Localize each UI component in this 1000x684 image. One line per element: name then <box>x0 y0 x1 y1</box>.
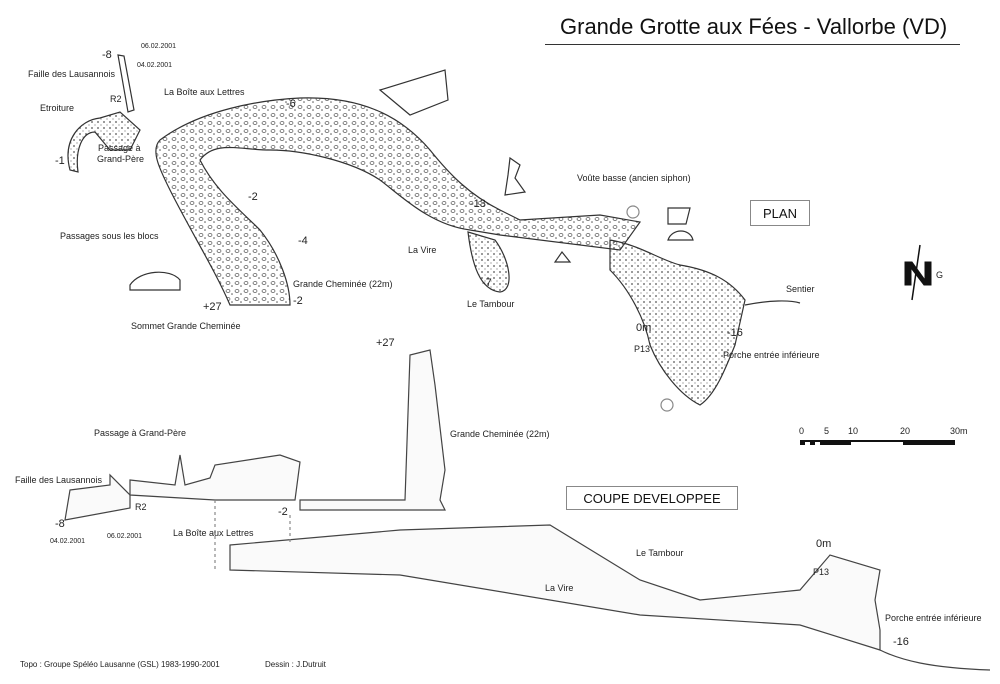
section-label-tambour: Le Tambour <box>636 548 684 558</box>
scale-tick: 20 <box>900 426 911 436</box>
north-arrow-icon <box>904 244 932 301</box>
section-label-faille: Faille des Lausannois <box>15 475 103 485</box>
north-arrow-label: G <box>936 270 944 280</box>
plan-date-1: 06.02.2001 <box>141 43 177 50</box>
plan-label-sommet: Sommet Grande Cheminée <box>131 321 241 331</box>
scale-tick: 5 <box>824 426 830 436</box>
tambour <box>467 231 510 293</box>
scale-tick: 30m <box>950 426 968 436</box>
cheminee-section <box>299 349 446 511</box>
plan-label-porche: Porche entrée inférieure <box>723 350 820 360</box>
cross-section-2 <box>129 271 181 291</box>
plan-depth: 0m <box>636 322 652 334</box>
plan-label-passage-2: Grand-Père <box>97 154 145 164</box>
plan-label-r2: R2 <box>110 94 122 104</box>
plan-depth: -2 <box>248 191 258 203</box>
plan-label-boite: La Boîte aux Lettres <box>164 87 245 97</box>
footer-drawing-credit: Dessin : J.Dutruit <box>265 660 326 669</box>
section-depth: -16 <box>893 636 909 648</box>
main-gallery <box>155 97 642 306</box>
plan-label-sentier: Sentier <box>786 284 815 294</box>
etroiture-passage <box>67 111 141 173</box>
plan-heading: PLAN <box>750 200 810 226</box>
plan-label-voute: Voûte basse (ancien siphon) <box>577 173 691 183</box>
section-label-la-vire: La Vire <box>545 583 574 593</box>
sentier-path <box>744 300 801 306</box>
plan-depth: -2 <box>293 295 303 307</box>
section-label-r2: R2 <box>135 502 147 512</box>
plan-label-faille: Faille des Lausannois <box>28 69 116 79</box>
faille-passage <box>117 54 135 113</box>
plan-depth: +27 <box>203 301 222 313</box>
scale-tick: 10 <box>848 426 859 436</box>
plan-depth: -1 <box>55 155 65 167</box>
plan-depth: -4 <box>298 235 308 247</box>
plan-depth: -8 <box>102 49 112 61</box>
section-view <box>64 349 991 671</box>
plan-depth: -7 <box>482 277 492 289</box>
section-label-grande-cheminee: Grande Cheminée (22m) <box>450 429 550 439</box>
footer-topo-credit: Topo : Groupe Spéléo Lausanne (GSL) 1983… <box>20 660 220 669</box>
plan-depth: -16 <box>727 327 743 339</box>
section-depth: 0m <box>816 538 832 550</box>
plan-label-etroiture: Etroiture <box>40 103 75 113</box>
scale-bar <box>800 440 955 445</box>
section-label-porche: Porche entrée inférieure <box>885 613 982 623</box>
porche-ground <box>879 649 991 671</box>
section-label-passage: Passage à Grand-Père <box>94 428 187 438</box>
plan-depth: -13 <box>470 198 486 210</box>
plan-label-passage-1: Passage à <box>98 143 141 153</box>
section-depth: +27 <box>376 337 395 349</box>
map-title: Grande Grotte aux Fées - Vallorbe (VD) <box>560 14 948 39</box>
plan-depth: -6 <box>286 98 296 110</box>
section-label-boite: La Boîte aux Lettres <box>173 528 254 538</box>
plan-label-tambour: Le Tambour <box>467 299 515 309</box>
lower-gallery <box>229 524 881 651</box>
plan-label-passages-blocs: Passages sous les blocs <box>60 231 159 241</box>
plan-label-la-vire: La Vire <box>408 245 437 255</box>
section-date-1: 06.02.2001 <box>107 533 143 540</box>
section-heading: COUPE DEVELOPPEE <box>566 486 738 510</box>
entrance-area <box>609 239 746 406</box>
section-label-p13: P13 <box>813 567 830 577</box>
scale-tick: 0 <box>799 426 805 436</box>
plan-view <box>67 54 801 412</box>
cross-section-4 <box>667 207 694 241</box>
plan-label-grande-cheminee: Grande Cheminée (22m) <box>293 279 393 289</box>
cross-section-3 <box>504 156 527 196</box>
section-date-2: 04.02.2001 <box>50 538 86 545</box>
upper-section <box>129 454 301 501</box>
section-depth: -8 <box>55 518 65 530</box>
title-underline <box>545 44 960 45</box>
plan-label-p13: P13 <box>634 344 651 354</box>
cross-section-1 <box>378 69 449 116</box>
section-depth: -2 <box>278 506 288 518</box>
plan-date-2: 04.02.2001 <box>137 62 173 69</box>
